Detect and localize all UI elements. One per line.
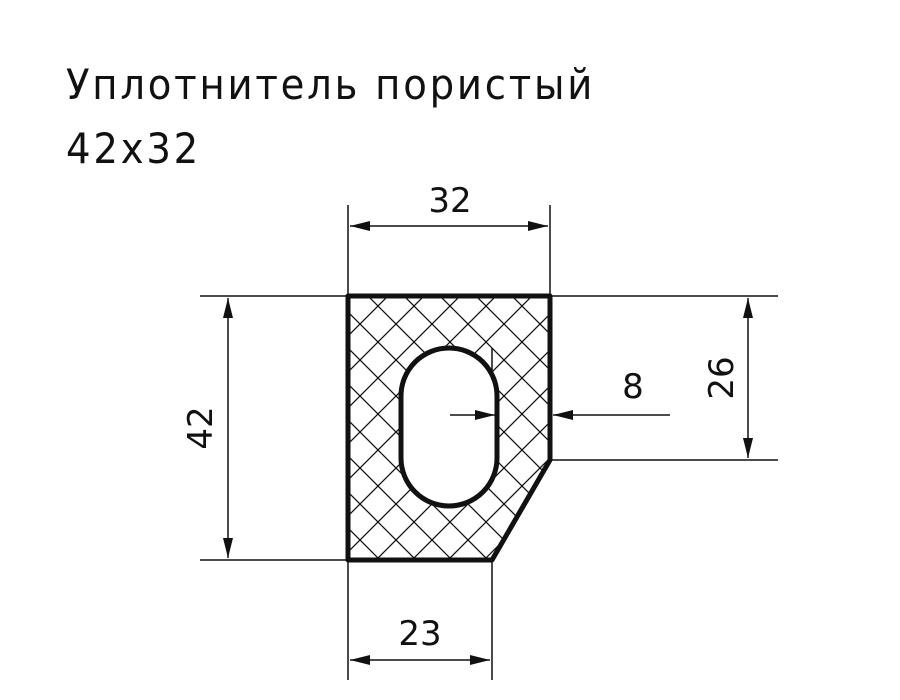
title-line-2: 42x32 — [66, 124, 202, 173]
dimension-height: 42 — [181, 298, 233, 558]
dimension-label-wall: 8 — [622, 367, 644, 407]
profile-outline — [345, 293, 553, 563]
dimension-label-top: 32 — [428, 181, 471, 221]
profile-hole — [398, 345, 500, 509]
dimension-label-height: 42 — [181, 406, 221, 449]
dimension-side-height: 26 — [702, 298, 753, 458]
title-line-1: Уплотнитель пористый — [66, 60, 596, 109]
dimension-label-bottom: 23 — [398, 614, 441, 654]
dimension-top-width: 32 — [350, 181, 548, 231]
dimension-bottom-width: 23 — [350, 614, 490, 665]
extension-lines — [200, 205, 778, 680]
dimension-wall-thickness: 8 — [450, 367, 670, 420]
dimension-label-side: 26 — [702, 356, 742, 399]
